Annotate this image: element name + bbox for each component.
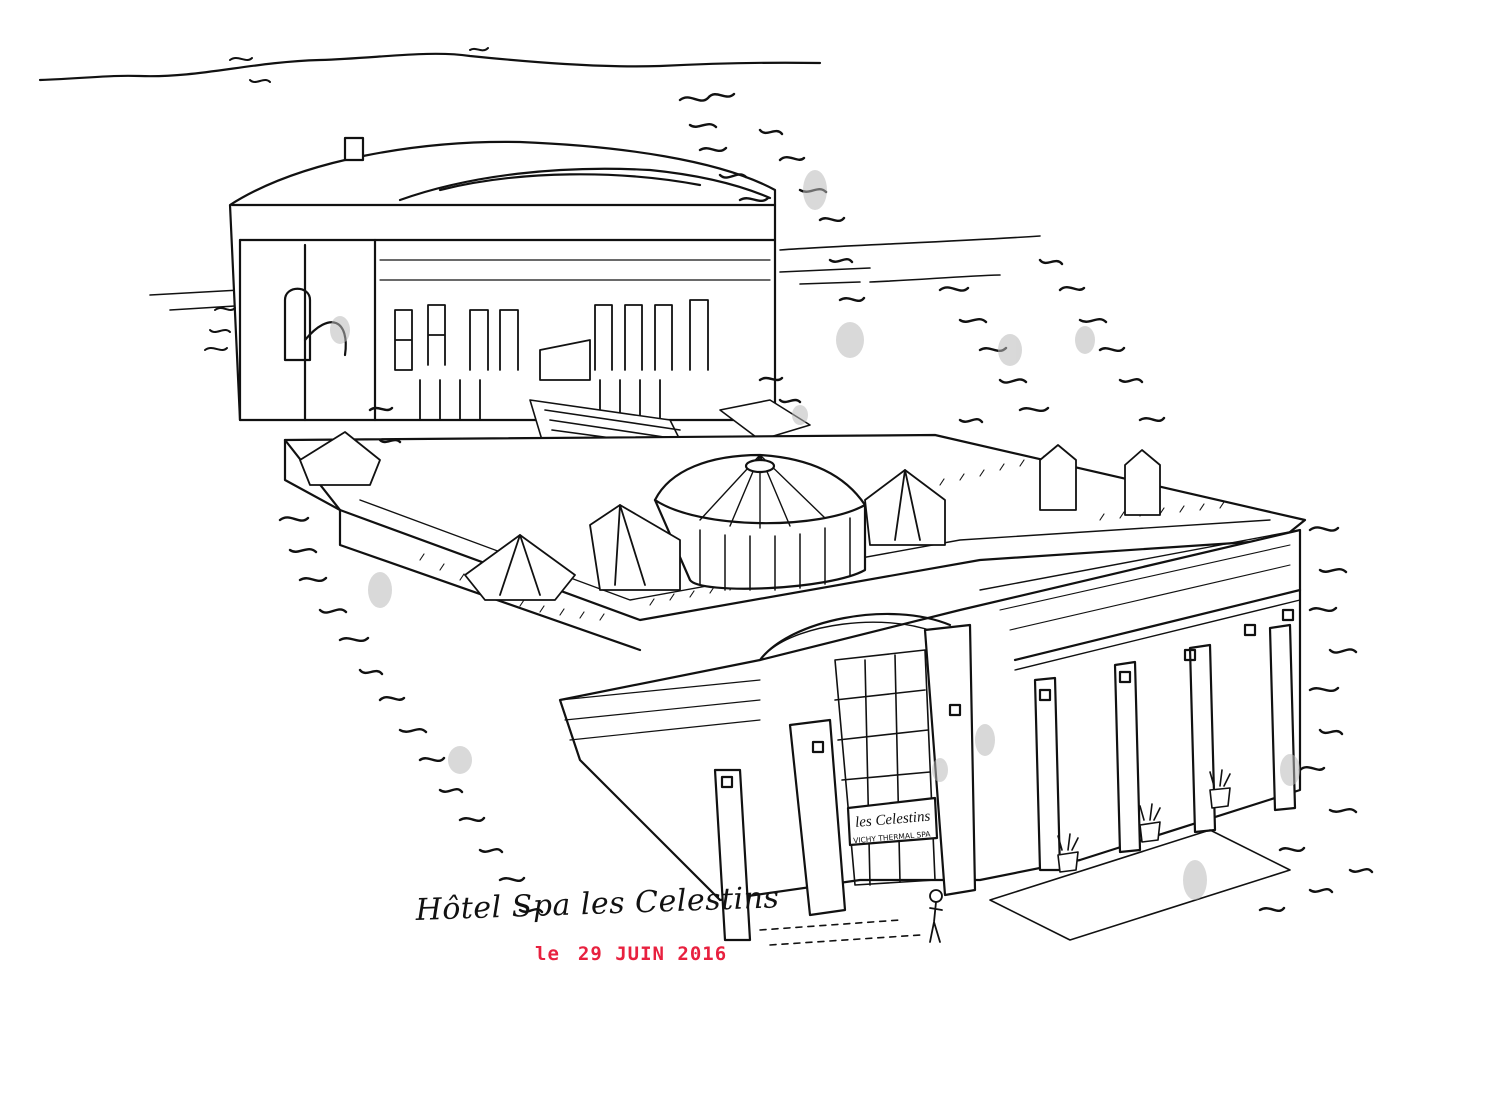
facade-sign-board (846, 796, 939, 847)
date-stamp-prefix: le (535, 943, 560, 965)
horizon-line (38, 52, 822, 82)
sign-line-1: les Celestins (854, 808, 931, 831)
facade-columns (713, 608, 1297, 942)
front-walkway (759, 829, 1291, 946)
back-hotel-windows (379, 259, 771, 421)
central-glass-dome (653, 453, 867, 591)
date-stamp-date: 29 JUIN 2016 (577, 943, 728, 965)
back-hotel-building (228, 136, 777, 422)
river (149, 235, 1041, 311)
pyramid-skylights (299, 431, 1161, 601)
spa-front-facade (558, 528, 1302, 902)
grey-wash-shading (330, 170, 1300, 900)
trees-foliage (229, 47, 1374, 914)
date-stamp: le 29 JUIN 2016 (535, 943, 727, 965)
potted-plants (1057, 769, 1231, 873)
left-bushes (204, 307, 236, 351)
pedestrian-figure (929, 889, 943, 943)
